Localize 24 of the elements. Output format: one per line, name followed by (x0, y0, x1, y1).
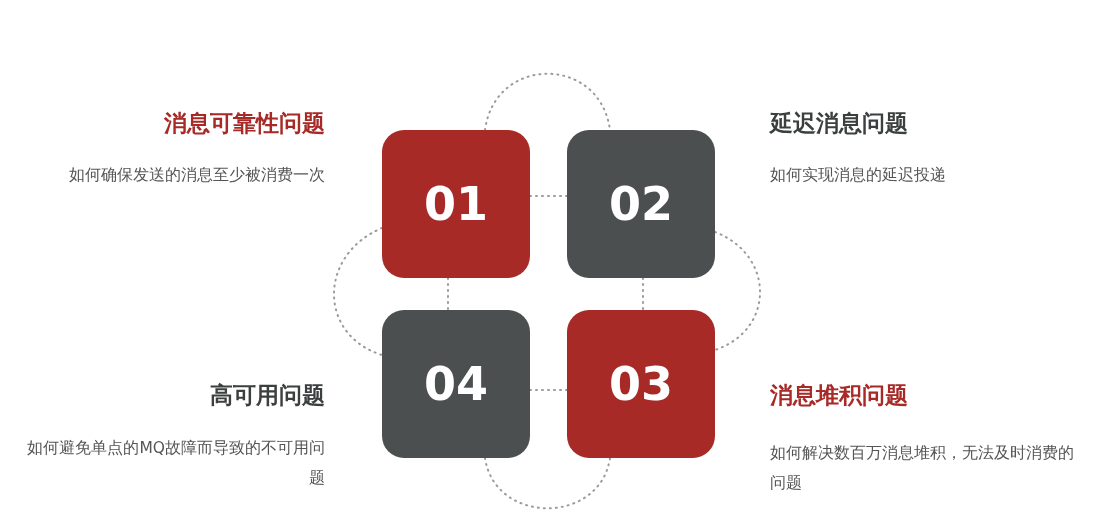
dotted-connector (447, 277, 449, 311)
topic-description: 如何避免单点的MQ故障而导致的不可用问题 (26, 438, 325, 489)
topic-heading: 高可用问题 (210, 381, 325, 410)
dotted-connector (714, 231, 761, 351)
topic-heading: 消息堆积问题 (770, 381, 908, 410)
dotted-connector (529, 195, 568, 197)
dotted-connector (529, 389, 568, 391)
dotted-connector (484, 72, 611, 131)
number-tile (567, 130, 715, 278)
number-tile (567, 310, 715, 458)
step-number: 04 (424, 357, 488, 411)
step-number: 02 (609, 177, 673, 231)
topic-heading: 延迟消息问题 (770, 109, 908, 138)
topic-description: 如何解决数百万消息堆积，无法及时消费的问题 (770, 443, 1075, 494)
number-tile (382, 130, 530, 278)
step-number: 03 (609, 357, 673, 411)
dotted-connector (484, 457, 611, 510)
topic-description: 如何实现消息的延迟投递 (770, 165, 947, 186)
topic-description: 如何确保发送的消息至少被消费一次 (68, 165, 325, 186)
dotted-connector (642, 277, 644, 311)
topic-heading: 消息可靠性问题 (164, 109, 325, 138)
step-number: 01 (424, 177, 488, 231)
dotted-connector (333, 227, 383, 356)
number-tile (382, 310, 530, 458)
